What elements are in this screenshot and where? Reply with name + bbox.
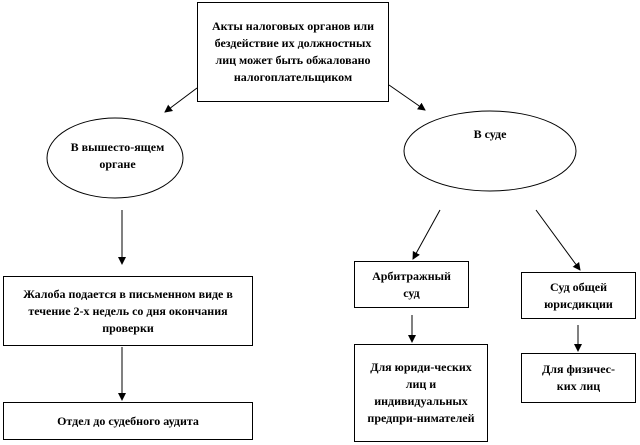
court-label: В суде bbox=[440, 124, 540, 144]
arbitration-court-box: Арбитражный суд bbox=[354, 261, 469, 308]
root-text: Акты налоговых органов или бездействие и… bbox=[211, 19, 375, 84]
legal-entities-box: Для юриди-ческих лиц и индивидуальных пр… bbox=[354, 344, 488, 442]
general-court-box: Суд общей юрисдикции bbox=[521, 272, 636, 319]
arbitration-court-text: Арбитражный суд bbox=[372, 268, 451, 300]
higher-body-label: В вышесто-ящем органе bbox=[70, 136, 165, 176]
pretrial-dept-text: Отдел до судебного аудита bbox=[57, 413, 199, 428]
pretrial-dept-box: Отдел до судебного аудита bbox=[3, 402, 253, 440]
higher-body-ellipse bbox=[46, 117, 184, 199]
arrow-court-to-general bbox=[535, 209, 581, 271]
root-box: Акты налоговых органов или бездействие и… bbox=[197, 2, 389, 102]
legal-entities-text: Для юриди-ческих лиц и индивидуальных пр… bbox=[367, 360, 475, 425]
higher-body-text: В вышесто-ящем органе bbox=[70, 140, 165, 171]
arrow-court-to-arbitration bbox=[412, 209, 441, 260]
arrow-root-to-higher bbox=[164, 87, 198, 113]
court-ellipse bbox=[403, 110, 577, 192]
complaint-text: Жалоба подается в письменном виде в тече… bbox=[23, 286, 233, 335]
arrow-root-to-court bbox=[388, 84, 426, 111]
complaint-box: Жалоба подается в письменном виде в тече… bbox=[3, 276, 253, 346]
individuals-text: Для физичес-ких лиц bbox=[542, 362, 615, 393]
individuals-box: Для физичес-ких лиц bbox=[521, 353, 636, 403]
court-text: В суде bbox=[473, 126, 507, 141]
general-court-text: Суд общей юрисдикции bbox=[544, 279, 613, 311]
